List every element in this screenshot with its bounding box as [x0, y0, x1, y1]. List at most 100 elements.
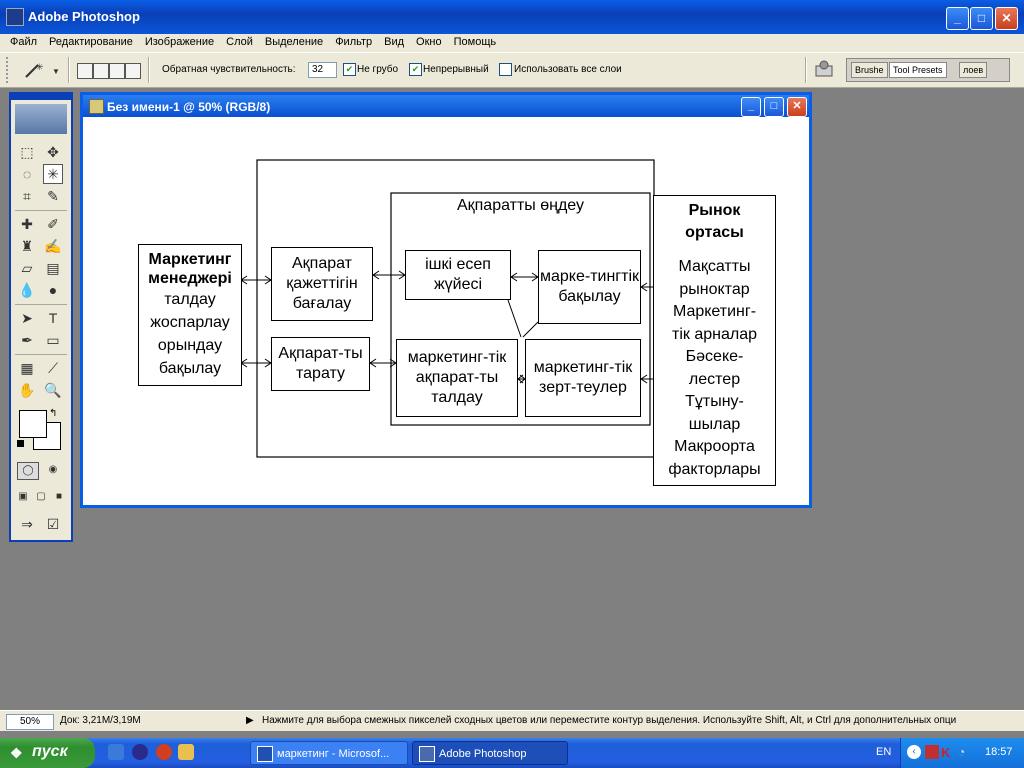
intersect-selection-icon[interactable] [125, 63, 141, 79]
tray-sound-icon[interactable]: ◔ [958, 745, 966, 759]
market-title: Рынок ортасы [685, 202, 744, 241]
gradient-tool-icon[interactable]: ▤ [46, 260, 60, 276]
quicklaunch-ie-icon[interactable] [108, 744, 124, 760]
toolbox-separator [15, 354, 67, 355]
hand-tool-icon[interactable]: ✋ [18, 382, 36, 398]
tray-network-icon[interactable] [925, 745, 939, 759]
all-layers-checkbox[interactable] [499, 63, 512, 76]
menu-layer[interactable]: Слой [226, 36, 253, 48]
imageready-icon[interactable]: ☑ [46, 516, 60, 532]
add-selection-icon[interactable] [93, 63, 109, 79]
slice-tool-icon[interactable]: ✎ [47, 188, 59, 204]
toolbox-separator [15, 304, 67, 305]
toggle-palettes-icon[interactable] [814, 60, 834, 78]
distribute-text: Ақпарат-ты тарату [278, 345, 363, 382]
menu-image[interactable]: Изображение [144, 36, 215, 48]
maximize-button[interactable]: □ [970, 7, 993, 30]
processing-frame [390, 192, 651, 426]
background-color-swatch[interactable] [33, 422, 61, 450]
clock[interactable]: 18:57 [985, 746, 1013, 758]
minimize-button[interactable]: _ [946, 7, 969, 30]
antialias-checkbox[interactable]: ✔ [343, 63, 356, 76]
default-colors-icon[interactable] [17, 440, 24, 447]
eraser-tool-icon[interactable]: ▱ [21, 260, 33, 276]
marquee-tool-icon[interactable]: ⬚ [20, 144, 34, 160]
status-hint: Нажмите для выбора смежных пикселей сход… [262, 715, 957, 726]
manager-item: бақылау [158, 360, 222, 377]
screen-mode-menu-icon[interactable]: ▢ [36, 491, 46, 502]
shape-tool-icon[interactable]: ▭ [46, 332, 60, 348]
doc-close-button[interactable]: ✕ [787, 97, 807, 117]
market-item: лестер [688, 370, 741, 388]
clone-stamp-icon[interactable]: ♜ [20, 238, 34, 254]
start-button[interactable]: ❖ пуск [0, 738, 95, 768]
canvas[interactable]: Маркетинг менеджері талдау жоспарлау оры… [83, 117, 809, 505]
research-text: маркетинг-тік зерт-теулер [533, 359, 633, 396]
subtract-selection-icon[interactable] [109, 63, 125, 79]
market-item: Тұтыну- [685, 393, 744, 410]
doc-minimize-button[interactable]: _ [741, 97, 761, 117]
well-tab-brushes[interactable]: Brushe [851, 62, 888, 78]
swap-colors-icon[interactable]: ↰ [49, 408, 58, 419]
notes-tool-icon[interactable]: ▦ [20, 360, 34, 376]
task-photoshop[interactable]: Adobe Photoshop [412, 741, 568, 765]
task-word[interactable]: маркетинг - Microsof... [250, 741, 408, 765]
options-grip[interactable] [6, 57, 12, 83]
zoom-field[interactable]: 50% [6, 714, 54, 730]
toolbox: ⬚ ✥ ◌ ✳ ⌗ ✎ ✚ ✐ ♜ ✍ ▱ ▤ 💧 ● ➤ T ✒ ▭ ▦ ⟋ … [9, 92, 73, 542]
type-tool-icon[interactable]: T [48, 310, 58, 326]
screen-mode-standard-icon[interactable]: ▣ [18, 491, 28, 502]
screen-mode-full-icon[interactable]: ■ [55, 491, 63, 502]
jump-to-imageready-icon[interactable]: ⇒ [21, 516, 33, 532]
close-button[interactable]: ✕ [995, 7, 1018, 30]
market-item: Маркетинг- [672, 303, 757, 320]
status-arrow-icon[interactable]: ▶ [246, 715, 254, 726]
eyedropper-tool-icon[interactable]: ⟋ [48, 360, 58, 376]
healing-brush-icon[interactable]: ✚ [21, 216, 33, 232]
app-title-bar: Adobe Photoshop _ □ ✕ [0, 0, 1024, 34]
menu-select[interactable]: Выделение [264, 36, 324, 48]
magic-wand-tool-icon[interactable]: ✳ [43, 164, 63, 184]
crop-tool-icon[interactable]: ⌗ [23, 188, 31, 204]
path-selection-icon[interactable]: ➤ [21, 310, 33, 326]
move-tool-icon[interactable]: ✥ [47, 144, 59, 160]
menu-edit[interactable]: Редактирование [49, 36, 133, 48]
magic-wand-preset-picker[interactable]: ✳▼ [22, 61, 62, 79]
blur-tool-icon[interactable]: 💧 [18, 282, 36, 298]
contiguous-checkbox[interactable]: ✔ [409, 63, 422, 76]
toolbox-separator [15, 210, 67, 211]
brush-tool-icon[interactable]: ✐ [47, 216, 59, 232]
language-indicator[interactable]: EN [876, 746, 892, 758]
document-window: Без имени-1 @ 50% (RGB/8) _ □ ✕ [80, 92, 812, 508]
quick-mask-icon[interactable]: ◉ [48, 464, 58, 475]
quicklaunch-folder-icon[interactable] [178, 744, 194, 760]
menu-filter[interactable]: Фильтр [335, 36, 373, 48]
svg-text:✳: ✳ [36, 62, 44, 72]
well-tab-layer-comps[interactable]: лоев [959, 62, 988, 78]
market-item: тік арналар [672, 325, 757, 343]
history-brush-icon[interactable]: ✍ [44, 238, 62, 254]
quicklaunch-opera-icon[interactable] [156, 744, 172, 760]
market-item: Мақсатты [678, 258, 751, 275]
menu-view[interactable]: Вид [384, 36, 405, 48]
pen-tool-icon[interactable]: ✒ [21, 332, 33, 348]
tray-expand-icon[interactable]: ‹ [907, 745, 921, 759]
svg-text:▼: ▼ [52, 67, 60, 76]
menu-help[interactable]: Помощь [453, 36, 497, 48]
quicklaunch-media-icon[interactable] [132, 744, 148, 760]
tolerance-input[interactable]: 32 [308, 62, 337, 78]
lasso-tool-icon[interactable]: ◌ [22, 166, 32, 182]
doc-maximize-button[interactable]: □ [764, 97, 784, 117]
palette-well: Brushe Tool Presets лоев [846, 58, 1010, 82]
menu-window[interactable]: Окно [416, 36, 442, 48]
standard-mode-icon[interactable]: ◯ [17, 462, 39, 480]
well-tab-tool-presets[interactable]: Tool Presets [889, 62, 947, 78]
doc-size[interactable]: Док: 3,21M/3,19M [60, 715, 141, 726]
new-selection-icon[interactable] [77, 63, 93, 79]
separator [148, 57, 150, 83]
foreground-color-swatch[interactable] [19, 410, 47, 438]
menu-file[interactable]: Файл [10, 36, 38, 48]
zoom-tool-icon[interactable]: 🔍 [44, 382, 62, 398]
tray-antivirus-icon[interactable]: K [941, 745, 951, 760]
dodge-tool-icon[interactable]: ● [48, 282, 58, 298]
